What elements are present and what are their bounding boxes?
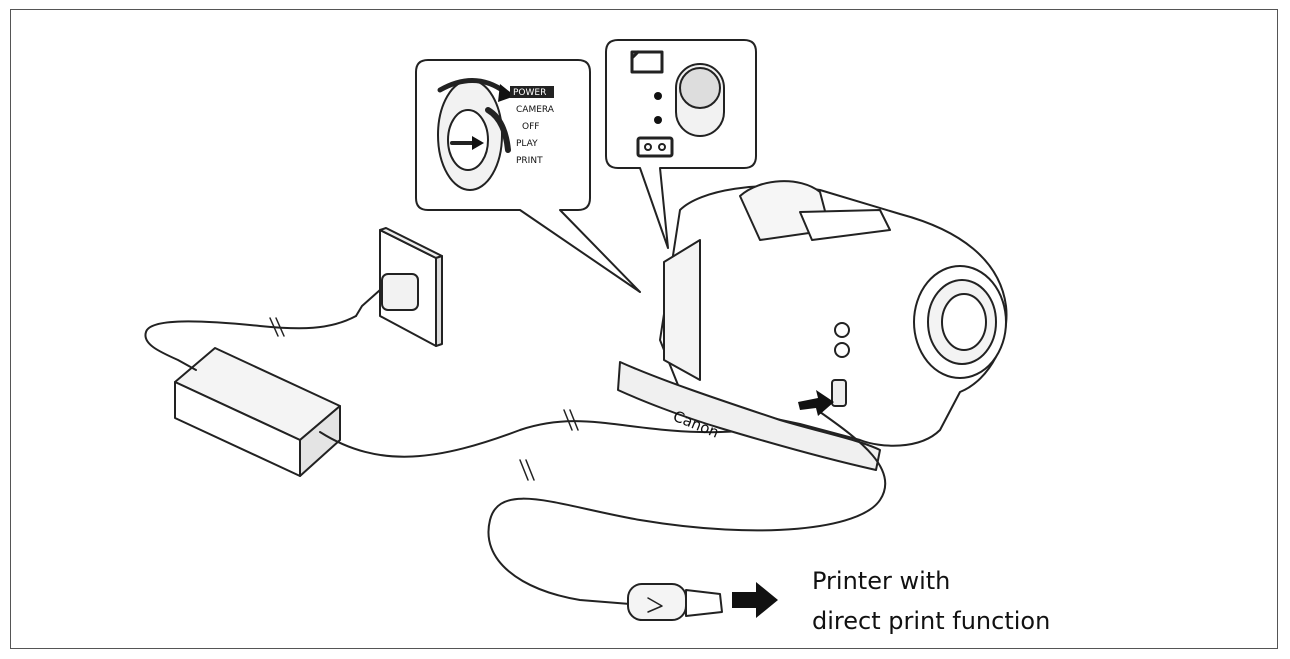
grip-strap: [617, 361, 881, 471]
power-dial-header: POWER: [513, 88, 546, 98]
ac-plug: [381, 273, 419, 311]
usb-port: [831, 379, 847, 407]
camcorder: [617, 180, 1008, 471]
mode-switch-callout: [605, 39, 757, 249]
wall-outlet: [355, 227, 443, 347]
tape-mode-icon: [636, 136, 674, 158]
usb-plug: [627, 583, 723, 621]
turn-arrow-icon: [437, 78, 508, 95]
lcd-panel: [663, 239, 701, 381]
power-mode-print: PRINT: [516, 156, 543, 166]
power-mode-off: OFF: [522, 122, 539, 132]
power-mode-camera: CAMERA: [516, 105, 555, 115]
mains-cable: [144, 315, 357, 371]
ac-adapter: [174, 347, 341, 477]
usb-cable: [487, 411, 887, 605]
card-mode-icon: [630, 50, 664, 74]
caption-line-2: direct print function: [812, 607, 1051, 635]
caption-line-1: Printer with: [812, 567, 951, 595]
diagram-frame: [10, 9, 1278, 649]
printer-caption: Printer with direct print function: [812, 561, 1050, 641]
power-mode-play: PLAY: [516, 139, 538, 149]
connect-arrow-icon: [798, 390, 834, 416]
to-printer-arrow-icon: [732, 582, 778, 618]
